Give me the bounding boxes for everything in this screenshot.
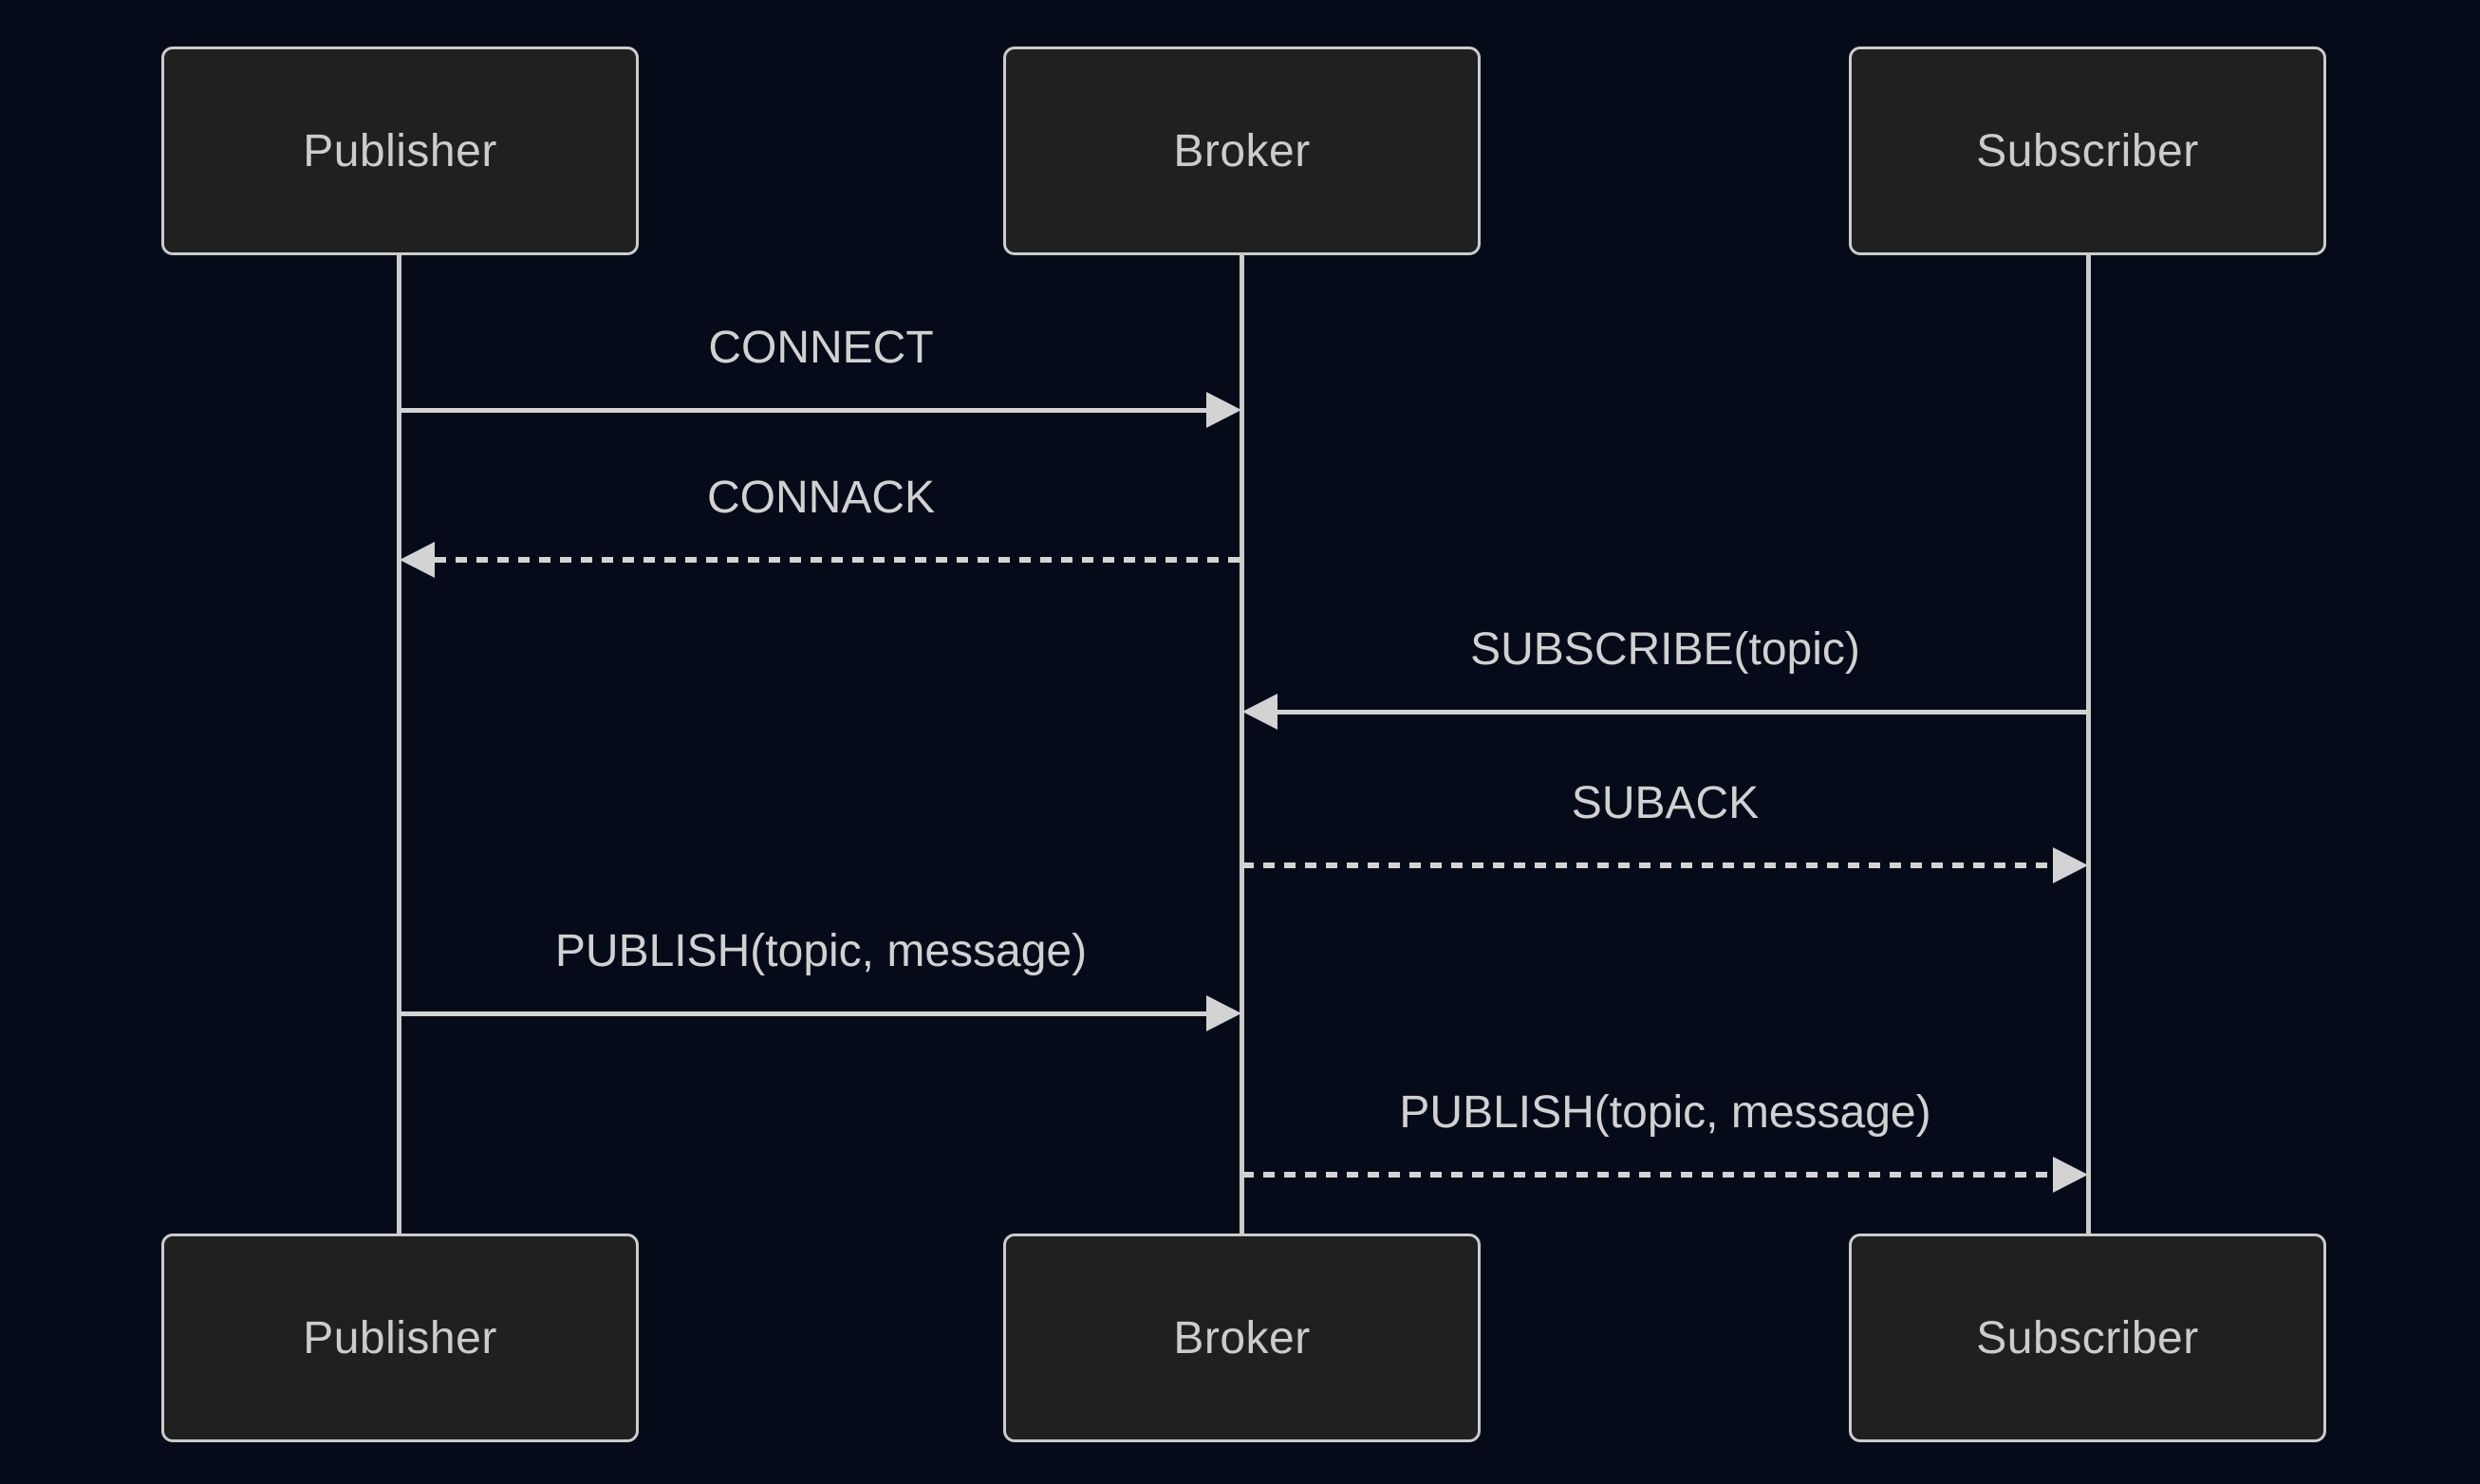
message-line bbox=[435, 557, 1242, 563]
message-label: PUBLISH(topic, message) bbox=[1399, 1087, 1931, 1138]
message-label: SUBACK bbox=[1571, 778, 1760, 828]
lifeline-publisher bbox=[397, 255, 401, 1234]
actor-box-publisher-top: Publisher bbox=[161, 46, 639, 255]
message-line bbox=[1242, 1172, 2053, 1178]
actor-label: Subscriber bbox=[1976, 1312, 2199, 1363]
arrowhead-icon bbox=[2053, 1157, 2088, 1193]
message-label: SUBSCRIBE(topic) bbox=[1470, 624, 1860, 675]
actor-box-broker-top: Broker bbox=[1003, 46, 1481, 255]
message-line bbox=[400, 1011, 1208, 1016]
actor-box-publisher-bottom: Publisher bbox=[161, 1234, 639, 1442]
message-line bbox=[1277, 710, 2088, 714]
message-label: PUBLISH(topic, message) bbox=[554, 926, 1088, 976]
actor-label: Broker bbox=[1173, 125, 1311, 176]
actor-box-broker-bottom: Broker bbox=[1003, 1234, 1481, 1442]
actor-label: Publisher bbox=[303, 1312, 497, 1363]
arrowhead-icon bbox=[1242, 694, 1277, 730]
lifeline-subscriber bbox=[2086, 255, 2091, 1234]
arrowhead-icon bbox=[2053, 847, 2088, 883]
lifeline-broker bbox=[1240, 255, 1244, 1234]
arrowhead-icon bbox=[1206, 392, 1241, 428]
actor-label: Broker bbox=[1173, 1312, 1311, 1363]
actor-box-subscriber-top: Subscriber bbox=[1849, 46, 2326, 255]
message-label: CONNACK bbox=[706, 473, 936, 523]
message-line bbox=[1242, 863, 2053, 868]
actor-label: Subscriber bbox=[1976, 125, 2199, 176]
message-line bbox=[400, 408, 1208, 413]
actor-box-subscriber-bottom: Subscriber bbox=[1849, 1234, 2326, 1442]
actor-label: Publisher bbox=[303, 125, 497, 176]
arrowhead-icon bbox=[400, 542, 435, 578]
message-label: CONNECT bbox=[708, 323, 934, 373]
arrowhead-icon bbox=[1206, 995, 1241, 1031]
